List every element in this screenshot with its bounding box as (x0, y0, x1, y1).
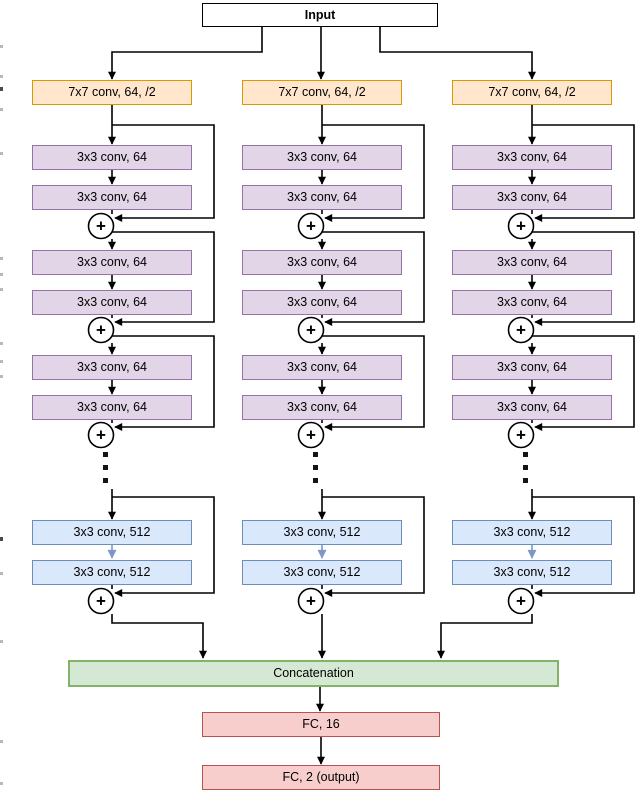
res-conv-box-col3-6: 3x3 conv, 64 (452, 395, 612, 420)
res-conv-box-col3-1: 3x3 conv, 64 (452, 145, 612, 170)
res-conv-box-col1-5: 3x3 conv, 64 (32, 355, 192, 380)
plus-icon-col3-1: + (516, 217, 526, 236)
res-conv-box-col1-3: 3x3 conv, 64 (32, 250, 192, 275)
ellipsis-icon-col3-dot1 (523, 452, 528, 457)
margin-artifact-2 (0, 75, 3, 78)
conv512-box-col2-1: 3x3 conv, 512 (242, 520, 402, 545)
plus-icon-col2-2: + (306, 321, 316, 340)
add-circle-col2-2 (297, 316, 325, 344)
skip-connection-col3-1 (532, 124, 635, 222)
ellipsis-icon-col1-dot3 (103, 478, 108, 483)
plus-icon-col1-4: + (96, 592, 106, 611)
res-conv-box-col3-3: 3x3 conv, 64 (452, 250, 612, 275)
add-circle-col2-3 (297, 421, 325, 449)
plus-icon-col1-2: + (96, 321, 106, 340)
skip-connection-col3-3 (532, 335, 635, 431)
conv512-box-col1-2: 3x3 conv, 512 (32, 560, 192, 585)
margin-artifact-3 (0, 87, 3, 91)
res-conv-box-col2-4: 3x3 conv, 64 (242, 290, 402, 315)
ellipsis-icon-col2-dot2 (313, 465, 318, 470)
add-circle-col2-4 (297, 587, 325, 615)
conv512-box-col2-2: 3x3 conv, 512 (242, 560, 402, 585)
ellipsis-icon-col3-dot3 (523, 478, 528, 483)
conv7-box-col2: 7x7 conv, 64, /2 (242, 80, 402, 105)
margin-artifact-1 (0, 45, 3, 48)
plus-icon-col2-4: + (306, 592, 316, 611)
res-conv-box-col2-1: 3x3 conv, 64 (242, 145, 402, 170)
branch-to-concat-connector-col3 (437, 614, 533, 659)
ellipsis-icon-col2-dot1 (313, 452, 318, 457)
res-conv-box-col1-4: 3x3 conv, 64 (32, 290, 192, 315)
margin-artifact-6 (0, 257, 3, 260)
skip-connection-col1-4 (112, 496, 215, 597)
add-circle-col3-3 (507, 421, 535, 449)
res-conv-box-col1-2: 3x3 conv, 64 (32, 185, 192, 210)
fc16-box: FC, 16 (202, 712, 440, 737)
add-circle-col3-2 (507, 316, 535, 344)
add-circle-col3-4 (507, 587, 535, 615)
res-conv-box-col3-2: 3x3 conv, 64 (452, 185, 612, 210)
skip-connection-col3-2 (532, 231, 635, 326)
res-conv-box-col3-5: 3x3 conv, 64 (452, 355, 612, 380)
conv512-box-col3-2: 3x3 conv, 512 (452, 560, 612, 585)
conv512-box-col1-1: 3x3 conv, 512 (32, 520, 192, 545)
margin-artifact-9 (0, 342, 3, 345)
conv7-box-col1: 7x7 conv, 64, /2 (32, 80, 192, 105)
concatenation-box: Concatenation (68, 660, 559, 687)
res-conv-box-col2-6: 3x3 conv, 64 (242, 395, 402, 420)
plus-icon-col2-3: + (306, 426, 316, 445)
ellipsis-icon-col2-dot3 (313, 478, 318, 483)
conv7-box-col3: 7x7 conv, 64, /2 (452, 80, 612, 105)
add-circle-col2-1 (297, 212, 325, 240)
plus-icon-col2-1: + (306, 217, 316, 236)
conv512-box-col3-1: 3x3 conv, 512 (452, 520, 612, 545)
add-circle-col3-1 (507, 212, 535, 240)
margin-artifact-13 (0, 572, 3, 575)
plus-icon-col3-3: + (516, 426, 526, 445)
skip-connection-col1-3 (112, 335, 215, 431)
add-circle-col1-4 (87, 587, 115, 615)
res-conv-box-col2-5: 3x3 conv, 64 (242, 355, 402, 380)
add-circle-col1-3 (87, 421, 115, 449)
branch-to-concat-connector-col1 (111, 614, 207, 659)
ellipsis-icon-col3-dot2 (523, 465, 528, 470)
skip-connection-col2-2 (322, 231, 425, 326)
add-circle-col1-1 (87, 212, 115, 240)
margin-artifact-11 (0, 375, 3, 378)
skip-connection-col2-1 (322, 124, 425, 222)
skip-connection-col2-3 (322, 335, 425, 431)
margin-artifact-15 (0, 740, 3, 743)
ellipsis-icon-col1-dot1 (103, 452, 108, 457)
skip-connection-col3-4 (532, 496, 635, 597)
res-conv-box-col1-1: 3x3 conv, 64 (32, 145, 192, 170)
margin-artifact-4 (0, 108, 3, 111)
skip-connection-col1-1 (112, 124, 215, 222)
margin-artifact-7 (0, 273, 3, 276)
res-conv-box-col2-3: 3x3 conv, 64 (242, 250, 402, 275)
plus-icon-col1-3: + (96, 426, 106, 445)
res-conv-box-col2-2: 3x3 conv, 64 (242, 185, 402, 210)
plus-icon-col3-2: + (516, 321, 526, 340)
res-conv-box-col3-4: 3x3 conv, 64 (452, 290, 612, 315)
margin-artifact-10 (0, 360, 3, 363)
margin-artifact-12 (0, 537, 3, 541)
plus-icon-col3-4: + (516, 592, 526, 611)
input-box: Input (202, 3, 438, 27)
margin-artifact-16 (0, 782, 3, 785)
res-conv-box-col1-6: 3x3 conv, 64 (32, 395, 192, 420)
plus-icon-col1-1: + (96, 217, 106, 236)
margin-artifact-14 (0, 640, 3, 643)
margin-artifact-5 (0, 152, 3, 155)
skip-connection-col1-2 (112, 231, 215, 326)
input-branch-connector-col1 (108, 27, 263, 80)
skip-connection-col2-4 (322, 496, 425, 597)
add-circle-col1-2 (87, 316, 115, 344)
fc2-output-box: FC, 2 (output) (202, 765, 440, 790)
margin-artifact-8 (0, 288, 3, 291)
ellipsis-icon-col1-dot2 (103, 465, 108, 470)
input-branch-connector-col3 (379, 27, 536, 80)
